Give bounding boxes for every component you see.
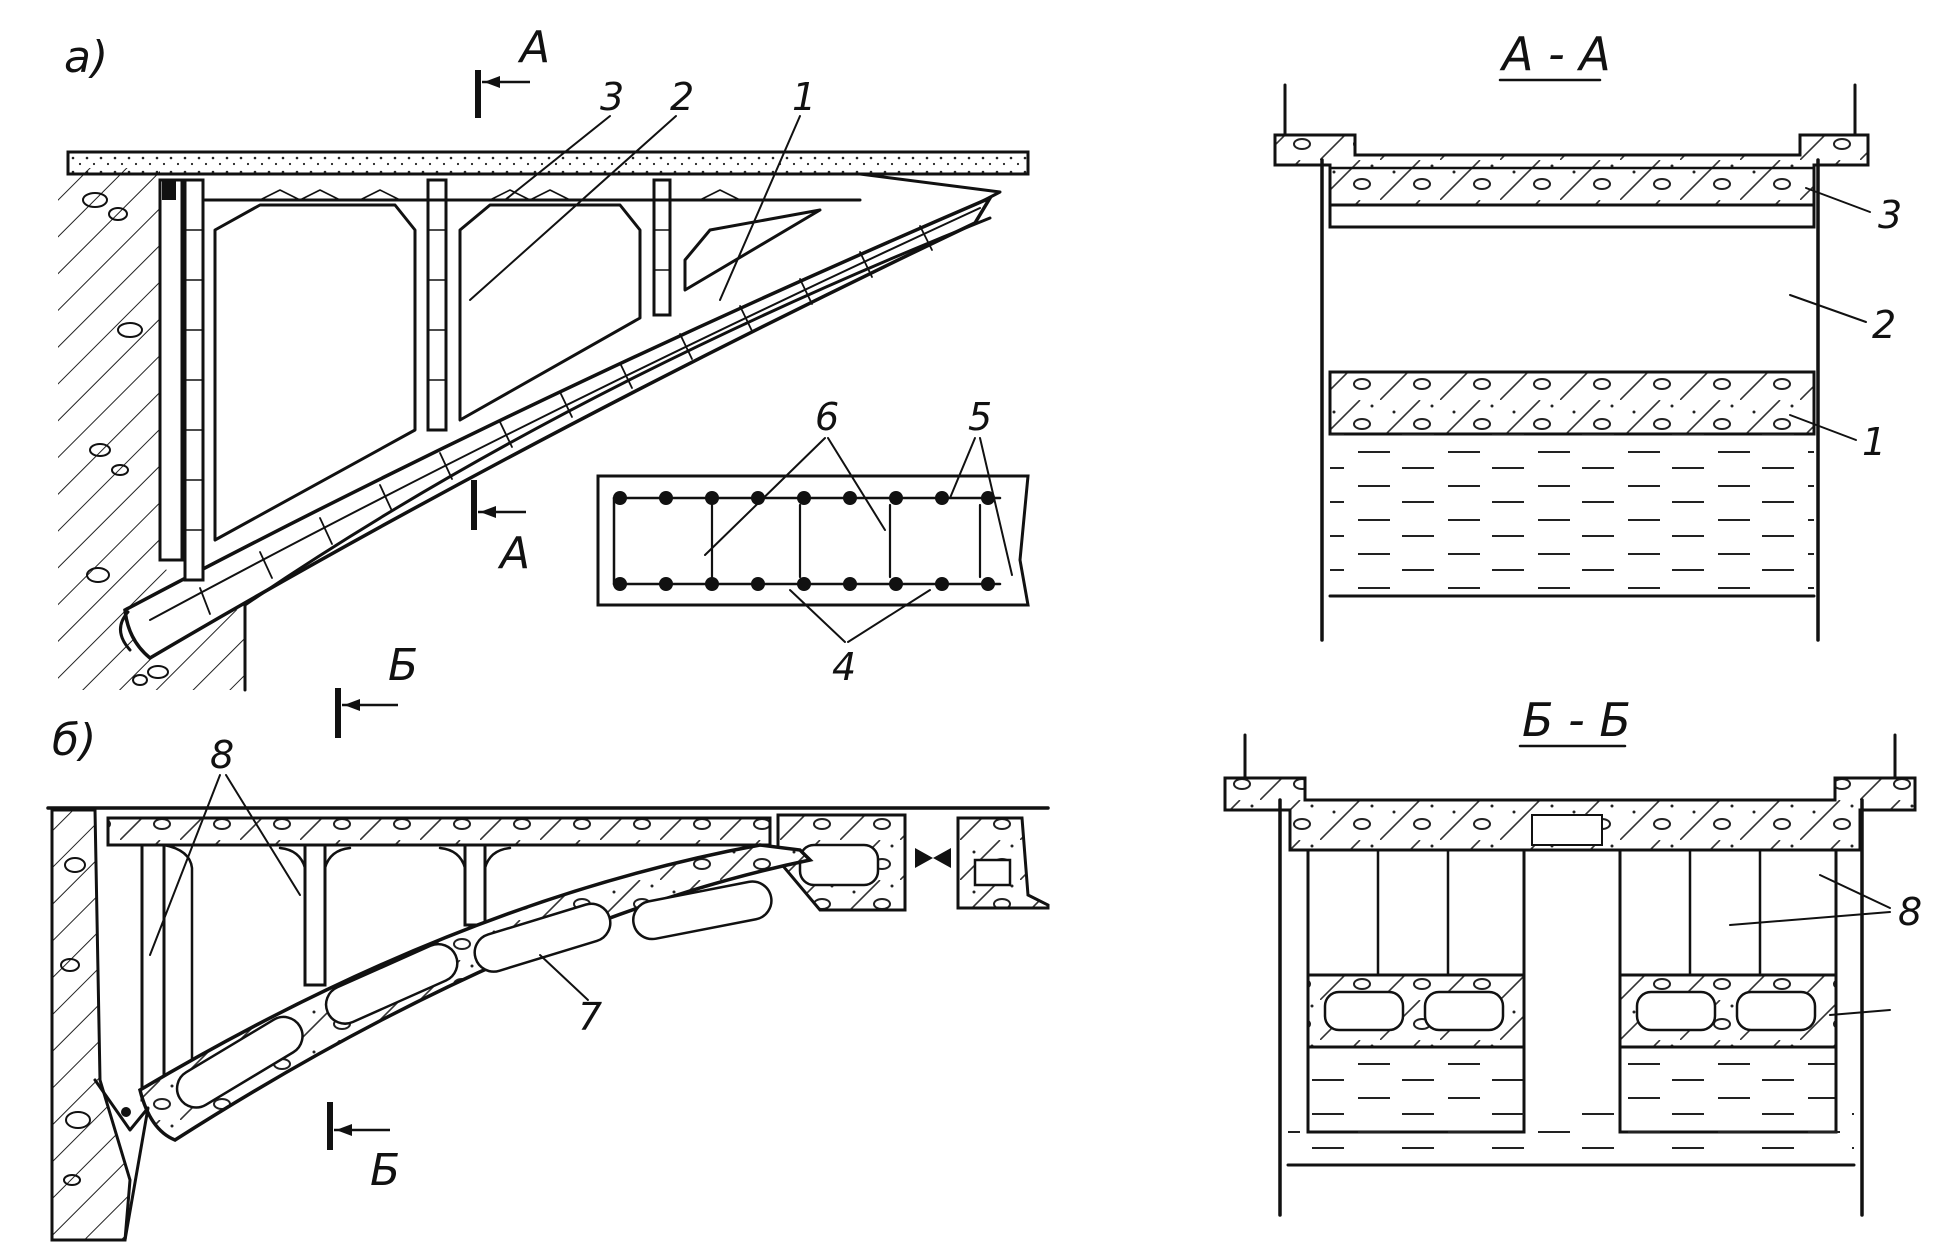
panel-b-label: б)	[52, 715, 96, 766]
left-column-group-bb	[1306, 848, 1526, 1134]
section-bb-title: Б - Б	[1522, 693, 1631, 747]
water-aa	[1330, 434, 1814, 596]
arch-voids-b	[175, 880, 773, 1109]
arch-rib-b	[137, 843, 814, 1142]
svg-text:Б: Б	[388, 640, 418, 691]
rock-mass-b	[50, 808, 132, 1242]
abutment-hinge-b	[93, 1078, 150, 1242]
deck-aa	[1273, 133, 1870, 207]
section-bb: Б - Б	[1223, 693, 1922, 1217]
section-aa-title: А - А	[1499, 27, 1611, 81]
deck-slab-a	[66, 150, 1030, 176]
svg-text:Б: Б	[370, 1145, 400, 1196]
arch-voussoirs-a	[199, 225, 933, 615]
section-mark-b-top: Б	[335, 640, 418, 738]
callout-4: 4	[832, 645, 856, 689]
panel-b: б)	[46, 640, 1050, 1242]
rock-mass-a	[58, 168, 245, 690]
back-wall-a	[158, 178, 184, 562]
section-mark-a-top: А	[475, 22, 550, 118]
callout-1-aa: 1	[1862, 420, 1886, 464]
posts-a	[183, 178, 672, 582]
leader-lines-b	[149, 774, 589, 1001]
callout-8-b: 8	[210, 733, 234, 777]
rock-pebbles-b	[60, 857, 91, 1186]
spandrel-openings-a	[203, 198, 862, 542]
leader-lines-aa	[1789, 187, 1871, 441]
arch-outline-a	[243, 216, 992, 607]
railings-bb	[1243, 733, 1897, 780]
callout-1-a: 1	[792, 75, 816, 119]
reinforcement-detail: 6 5 4	[596, 395, 1030, 689]
arch-rib-aa	[1328, 370, 1816, 436]
section-mark-a-bottom: А	[471, 480, 530, 579]
joint-bb	[1531, 814, 1603, 846]
section-mark-b-bottom: Б	[327, 1102, 400, 1196]
diagonal-bracing-a	[259, 189, 741, 201]
leader-lines-bb	[1729, 874, 1891, 1016]
callout-2-aa: 2	[1872, 303, 1896, 347]
callout-2-a: 2	[670, 75, 694, 119]
end-void-b	[798, 843, 880, 887]
railings-aa	[1283, 83, 1857, 137]
arch-rib-inner-a	[149, 207, 981, 621]
callout-3-aa: 3	[1878, 193, 1902, 237]
section-aa: А - А 3 2 1	[1273, 27, 1902, 642]
svg-text:А: А	[517, 22, 550, 73]
right-column-group-bb	[1618, 848, 1838, 1134]
panel-a: а)	[58, 22, 1030, 692]
svg-text:А: А	[497, 528, 530, 579]
callout-6: 6	[815, 395, 839, 439]
water-bb	[1288, 1105, 1854, 1165]
callout-3-a: 3	[600, 75, 624, 119]
callout-7-b: 7	[578, 995, 602, 1039]
top-girder-b	[106, 816, 772, 847]
leader-lines-a	[469, 115, 801, 301]
hook-a	[119, 610, 132, 652]
hinge-pin-b	[121, 1107, 131, 1117]
hinge-b	[915, 848, 951, 868]
callout-8-bb: 8	[1898, 890, 1922, 934]
callout-5: 5	[968, 395, 992, 439]
spandrel-slab-aa	[1328, 203, 1816, 229]
panel-a-label: а)	[64, 32, 108, 83]
rock-pebbles-a	[82, 192, 169, 686]
anchor-block-a	[162, 180, 176, 200]
